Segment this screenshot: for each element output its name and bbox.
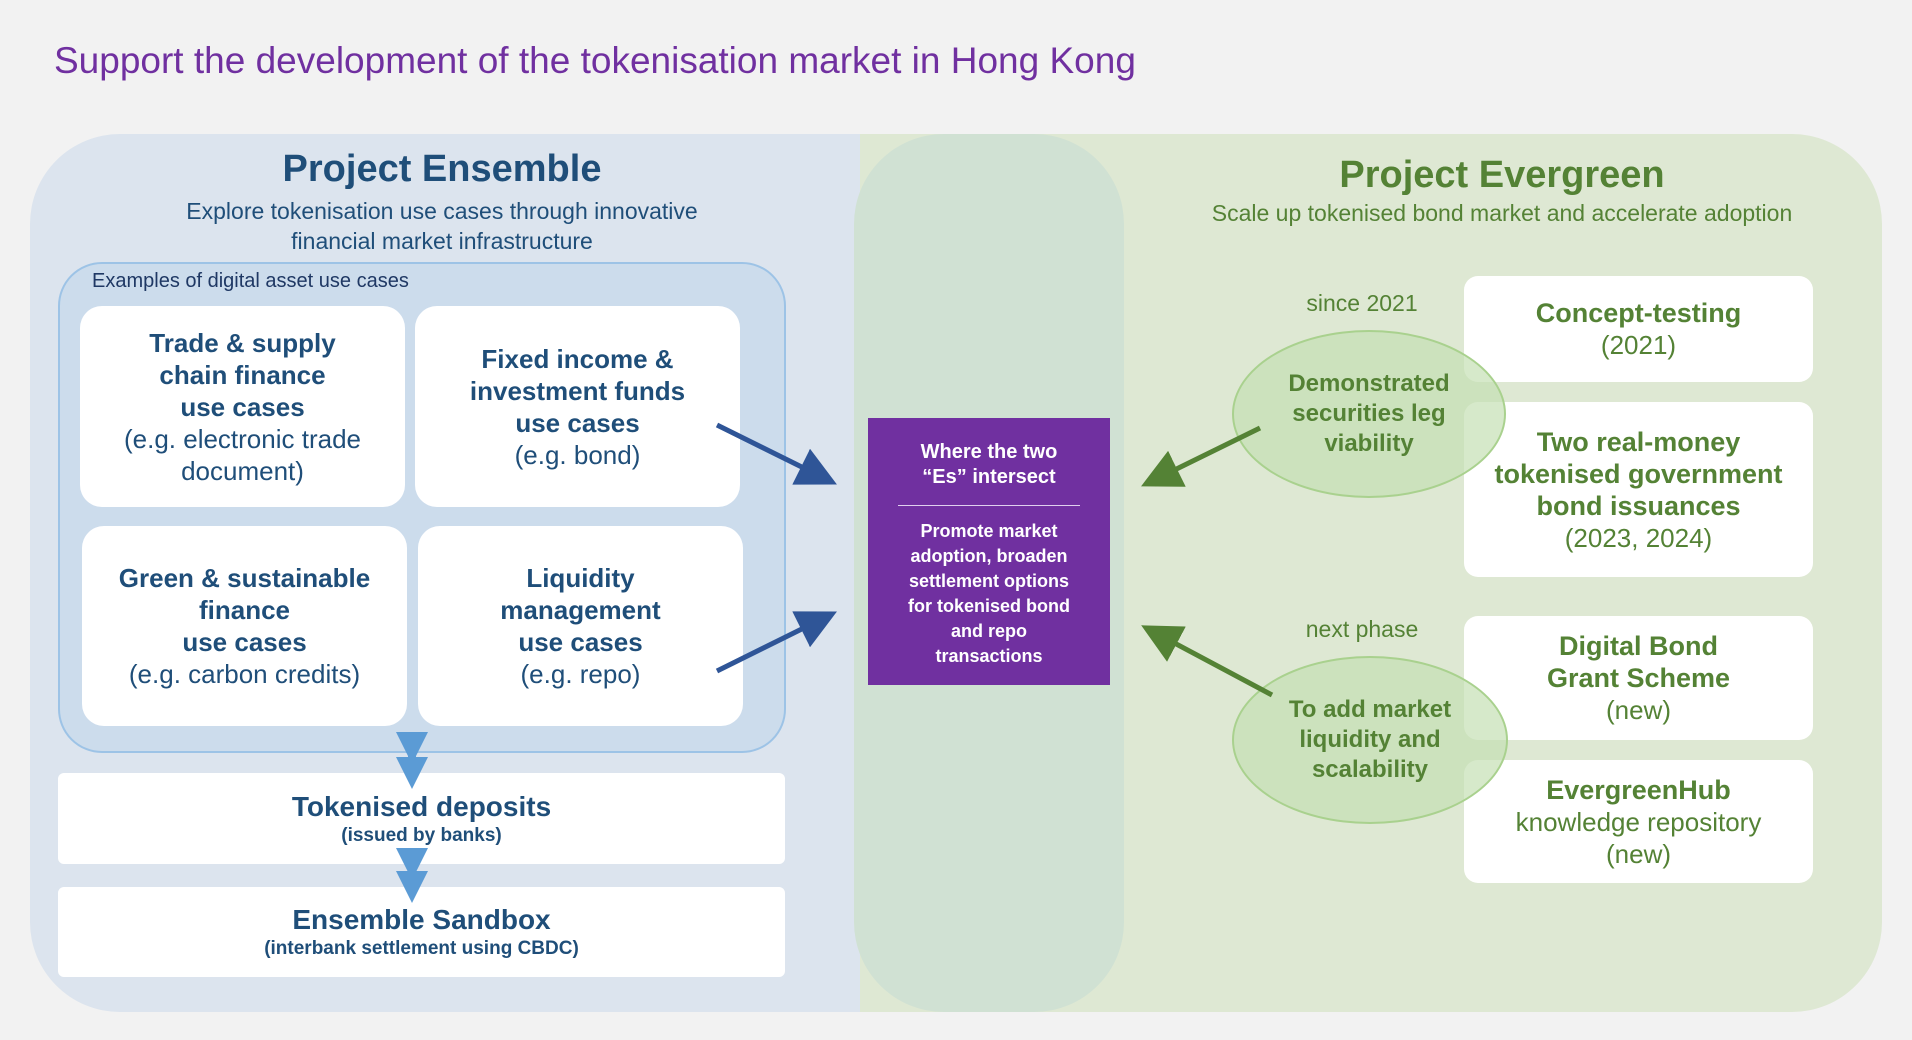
- use-case-card-green: Green & sustainable finance use cases (e…: [82, 526, 407, 726]
- use-case-title-line: Green & sustainable: [118, 563, 371, 593]
- ensemble-title: Project Ensemble: [282, 148, 602, 190]
- intersect-heading-line: Where the two: [920, 441, 1058, 463]
- ensemble-subtitle-line: Explore tokenisation use cases through i…: [186, 198, 698, 224]
- phase-ellipse-line: To add market: [1288, 696, 1452, 723]
- intersect-body-line: for tokenised bond: [908, 596, 1070, 616]
- use-case-title-line: management: [500, 595, 661, 625]
- ensemble-sandbox-title: Ensemble Sandbox: [292, 904, 551, 935]
- phase-ellipse-line: scalability: [1311, 756, 1429, 783]
- tokenised-deposits-box: Tokenised deposits (issued by banks): [58, 773, 785, 864]
- evergreen-subtitle: Scale up tokenised bond market and accel…: [1211, 200, 1793, 226]
- intersect-body-line: transactions: [935, 646, 1043, 666]
- use-case-title-line: finance: [198, 595, 291, 625]
- use-case-title-line: use cases: [515, 407, 640, 438]
- use-case-example-line: (e.g. electronic trade: [123, 423, 361, 454]
- ensemble-sandbox-box: Ensemble Sandbox (interbank settlement u…: [58, 887, 785, 977]
- use-case-card-fixed-income: Fixed income & investment funds use case…: [415, 306, 740, 507]
- use-case-example-line: (e.g. bond): [514, 439, 641, 470]
- intersect-heading-line: “Es” intersect: [922, 466, 1056, 488]
- use-case-example-line: (e.g. carbon credits): [128, 659, 361, 689]
- evergreen-card-sub-line: (2021): [1600, 330, 1677, 360]
- phase-label-next-phase: next phase: [1305, 616, 1419, 642]
- use-case-title-line: use cases: [180, 391, 305, 422]
- tokenised-deposits-sub: (issued by banks): [341, 824, 502, 846]
- use-case-title-line: Liquidity: [526, 563, 635, 593]
- use-case-example-line: document): [181, 455, 304, 486]
- intersect-divider: [898, 505, 1080, 506]
- use-case-title-line: Fixed income &: [481, 343, 674, 374]
- evergreen-card-concept: Concept-testing (2021): [1464, 276, 1813, 382]
- evergreen-card-sub-line: (new): [1605, 838, 1671, 869]
- phase-label-since-2021: since 2021: [1306, 290, 1418, 316]
- evergreen-card-title-line: Digital Bond: [1559, 631, 1718, 661]
- use-case-card-trade: Trade & supply chain finance use cases (…: [80, 306, 405, 507]
- intersect-body-line: settlement options: [908, 571, 1069, 591]
- use-case-example-line: (e.g. repo): [520, 659, 641, 689]
- intersect-body-line: adoption, broaden: [910, 546, 1068, 566]
- intersect-box: Where the two “Es” intersect Promote mar…: [868, 418, 1110, 685]
- use-case-title-line: Trade & supply: [149, 327, 336, 358]
- evergreen-card-title-line: tokenised government: [1494, 458, 1783, 489]
- evergreen-card-sub-line: (new): [1605, 695, 1671, 725]
- evergreen-card-issuances: Two real-money tokenised government bond…: [1464, 402, 1813, 577]
- evergreen-card-sub-line: knowledge repository: [1515, 806, 1762, 837]
- use-case-title-line: chain finance: [159, 359, 326, 390]
- use-case-title-line: use cases: [182, 627, 307, 657]
- phase-ellipse-line: viability: [1324, 430, 1414, 457]
- evergreen-card-title-line: EvergreenHub: [1546, 774, 1731, 805]
- evergreen-card-evergreenhub: EvergreenHub knowledge repository (new): [1464, 760, 1813, 883]
- phase-ellipse-line: Demonstrated: [1288, 370, 1450, 397]
- phase-ellipse-line: securities leg: [1292, 400, 1446, 427]
- evergreen-title: Project Evergreen: [1339, 154, 1665, 196]
- evergreen-card-title-line: bond issuances: [1536, 490, 1741, 521]
- phase-ellipse-line: liquidity and: [1299, 726, 1441, 753]
- phase-ellipse-next: To add market liquidity and scalability: [1232, 656, 1508, 824]
- intersect-body-line: Promote market: [920, 521, 1058, 541]
- evergreen-card-title-line: Two real-money: [1536, 426, 1741, 457]
- ensemble-subtitle: Explore tokenisation use cases through i…: [140, 196, 744, 256]
- evergreen-card-sub-line: (2023, 2024): [1564, 522, 1713, 553]
- intersect-body-line: and repo: [950, 621, 1027, 641]
- use-case-title-line: use cases: [518, 627, 643, 657]
- evergreen-card-title-line: Concept-testing: [1535, 298, 1742, 328]
- tokenised-deposits-title: Tokenised deposits: [291, 790, 552, 822]
- ensemble-subtitle-line: financial market infrastructure: [291, 228, 593, 254]
- examples-label: Examples of digital asset use cases: [92, 270, 409, 292]
- evergreen-card-grant-scheme: Digital Bond Grant Scheme (new): [1464, 616, 1813, 740]
- use-case-title-line: investment funds: [469, 375, 686, 406]
- evergreen-card-title-line: Grant Scheme: [1546, 663, 1731, 693]
- ensemble-sandbox-sub: (interbank settlement using CBDC): [264, 938, 579, 959]
- page-title: Support the development of the tokenisat…: [54, 40, 1136, 81]
- use-case-card-liquidity: Liquidity management use cases (e.g. rep…: [418, 526, 743, 726]
- phase-ellipse-demonstrated: Demonstrated securities leg viability: [1232, 330, 1506, 498]
